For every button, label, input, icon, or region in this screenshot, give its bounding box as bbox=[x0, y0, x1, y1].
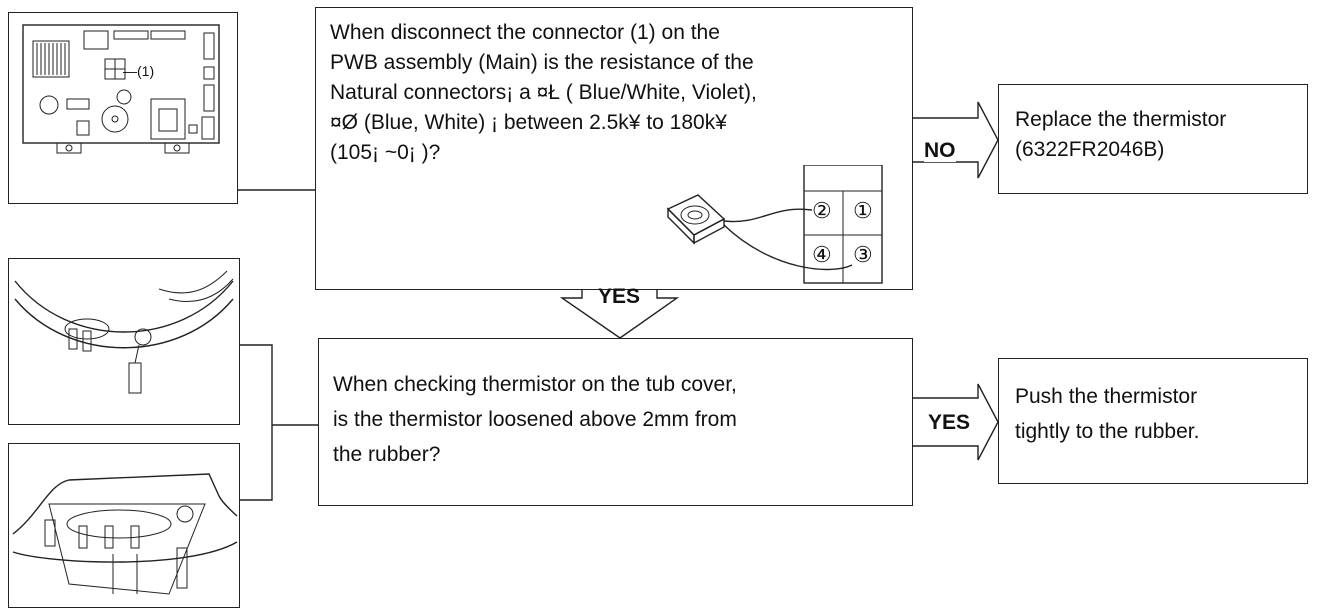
tub-cover-icon bbox=[12, 473, 238, 595]
pin-2: ② bbox=[812, 198, 832, 223]
pwb-board-icon bbox=[22, 24, 220, 154]
result-1-text: Replace the thermistor (6322FR2046B) bbox=[1015, 108, 1227, 161]
pin-4: ④ bbox=[812, 242, 832, 267]
yes-right-label: YES bbox=[928, 411, 971, 434]
result-1-box: Replace the thermistor (6322FR2046B) bbox=[998, 84, 1308, 194]
tub-thermistor-icon bbox=[14, 270, 234, 394]
pwb-illustration: —(1) bbox=[8, 12, 238, 204]
tub-cover-illustration bbox=[8, 443, 240, 608]
question-1-text: When disconnect the connector (1) on the… bbox=[330, 21, 757, 164]
result-2-box: Push the thermistor tightly to the rubbe… bbox=[998, 358, 1308, 484]
question-1-box: When disconnect the connector (1) on the… bbox=[315, 7, 913, 290]
pin-1: ① bbox=[853, 198, 873, 223]
result-2-text: Push the thermistor tightly to the rubbe… bbox=[1015, 385, 1200, 443]
question-2-box: When checking thermistor on the tub cove… bbox=[318, 338, 913, 506]
question-2-text: When checking thermistor on the tub cove… bbox=[333, 373, 737, 466]
pwb-connector-callout: —(1) bbox=[123, 63, 155, 79]
pin-3: ③ bbox=[853, 242, 873, 267]
no-label: NO bbox=[924, 139, 956, 162]
multimeter-connector-diagram bbox=[666, 165, 883, 284]
tub-thermistor-illustration bbox=[8, 258, 240, 425]
yes-down-label: YES bbox=[598, 285, 641, 308]
